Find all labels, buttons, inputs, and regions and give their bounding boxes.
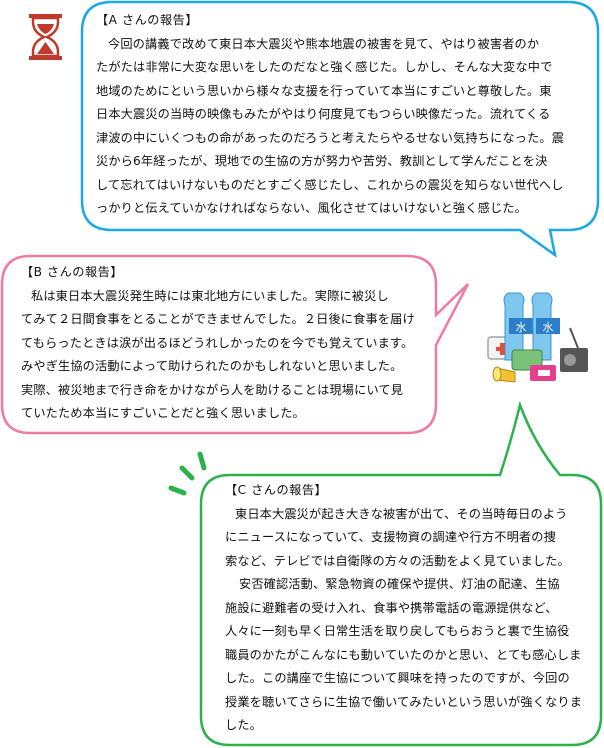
report-a-heading: 【A さんの報告】 [96, 13, 199, 27]
report-b-line: ていたため本当にすごいことだと強く思いました。 [21, 406, 305, 420]
report-a-line: っかりと伝えていかなければならない、風化させてはいけないと強く感じた。 [96, 201, 527, 215]
report-c-line: 索など、テレビでは自衛隊の方々の活動をよく見ていました。 [225, 553, 570, 568]
report-c-line: した。 [225, 718, 263, 732]
report-b-line: 実際、被災地まで行き命をかけながら人を助けることは現場にいて見 [21, 382, 404, 397]
disaster-supplies-illustration: 水 水 [487, 292, 588, 383]
report-a-line: 津波の中にいくつもの命があったのだろうと考えたらやるせない気持ちになった。震 [96, 130, 565, 145]
report-c-line: 東日本大震災が起き大きな被害が出て、その当時毎日のよう [235, 506, 568, 521]
bubble-a [80, 0, 600, 258]
report-c-heading: 【C さんの報告】 [225, 483, 328, 497]
report-a-line: 日本大震災の当時の映像もみたがやはり何度見てもつらい映像だった。流れてくる [96, 107, 551, 121]
hourglass-icon [29, 14, 62, 60]
report-c-line: 授業を聴いてさらに生協で働いてみたいという思いが強くなりま [225, 694, 583, 709]
svg-text:水: 水 [516, 321, 527, 334]
report-a-line: 今回の講義で改めて東日本大震災や熊本地震の被害を見て、やはり被害者のか [108, 36, 540, 51]
report-b-line: みやぎ生協の活動によって助けられたのかもしれないと思いました。 [21, 359, 403, 373]
report-a: 【A さんの報告】 今回の講義で改めて東日本大震災や熊本地震の被害を見て、やはり… [96, 9, 564, 221]
emphasis-marks-icon [168, 451, 207, 496]
bubble-b [0, 254, 470, 435]
report-c-line: した。この講座で生協について興味を持ったのですが、今回の [225, 671, 570, 685]
report-b: 【B さんの報告】 私は東日本大震災発生時には東北地方にいました。実際に被災し … [21, 261, 415, 426]
report-a-line: 地域のためにという思いから様々な支援を行っていて本当にすごいと尊敬した。東 [96, 83, 552, 98]
report-c: 【C さんの報告】 東日本大震災が起き大きな被害が出て、その当時毎日のよう にニ… [225, 479, 582, 738]
bubble-c [199, 400, 603, 747]
report-b-heading: 【B さんの報告】 [21, 265, 124, 279]
report-a-line: して忘れてはいけないものだとすごく感じたし、これからの震災を知らない世代へし [96, 177, 564, 192]
report-a-line: 災から6年経ったが、現地での生協の方が努力や苦労、教訓として学んだことを決 [96, 154, 548, 168]
report-b-line: 私は東日本大震災発生時には東北地方にいました。実際に被災し [31, 288, 389, 303]
svg-text:水: 水 [543, 321, 554, 334]
report-a-line: たがたは非常に大変な思いをしたのだなと強く感じた。しかし、そんな大変な中で [96, 60, 553, 74]
report-c-line: 安否確認活動、緊急物資の確保や提供、灯油の配達、生協 [239, 577, 560, 591]
report-b-line: てみて２日間食事をとることができませんでした。２日後に食事を届け [21, 312, 415, 326]
report-c-line: 人々に一刻も早く日常生活を取り戻してもらおうと裏で生協役 [225, 624, 570, 638]
report-c-line: にニュースになっていて、支援物資の調達や行方不明者の捜 [225, 530, 556, 544]
report-b-line: てもらったときは涙が出るほどうれしかったのを今でも覚えています。 [21, 335, 414, 350]
report-c-line: 職員のかたがこんなにも動いていたのかと思い、とても感心しま [225, 647, 582, 662]
report-c-line: 施設に避難者の受け入れ、食事や携帯電話の電源提供など、 [225, 600, 558, 615]
